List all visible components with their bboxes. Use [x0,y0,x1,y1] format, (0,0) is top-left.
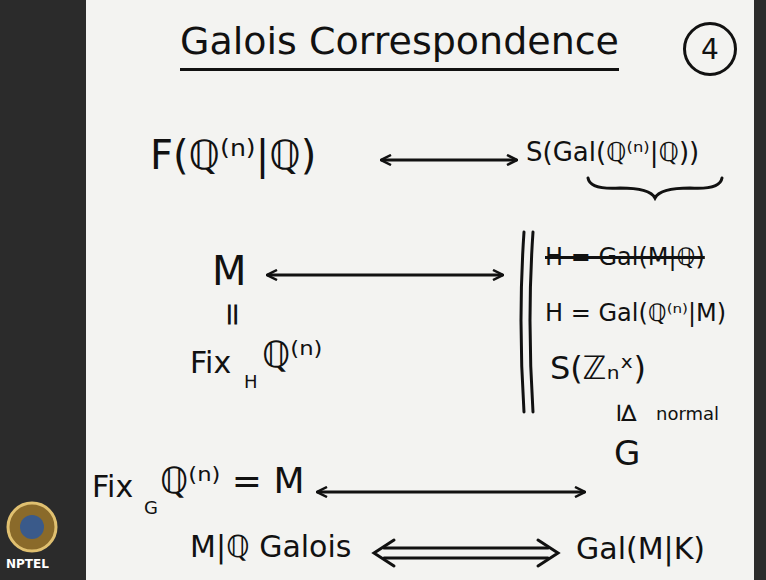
subscript: G [144,498,158,519]
fixed-field-equation: ℚ⁽ⁿ⁾ = M [160,460,304,501]
circled-number: 4 [683,22,737,76]
crossed-out-note: H = Gal(M|ℚ) [545,244,705,272]
subscript: H [244,372,258,393]
title: Galois Correspondence [180,20,619,71]
normal-subgroup-symbol: ⊴ [612,402,642,424]
subgroup-lattice: S(Gal(ℚ⁽ⁿ⁾|ℚ)) [526,138,699,168]
equals-sign: = [214,301,251,328]
group-symbol: G [614,434,640,473]
intermediate-field: M [212,248,247,294]
galois-group: Gal(M|K) [576,532,705,567]
subgroup-lattice: S(ℤₙˣ) [550,350,646,387]
field-symbol: ℚ⁽ⁿ⁾ [262,334,322,375]
field-lattice: F(ℚ⁽ⁿ⁾|ℚ) [150,132,316,178]
subgroup-formula: H = Gal(ℚ⁽ⁿ⁾|M) [545,300,726,328]
page-number: 4 [701,33,719,66]
logo-text: NPTEL [6,558,49,572]
note: normal [656,404,719,425]
fix-operator: Fix [190,346,231,381]
galois-extension: M|ℚ Galois [190,530,351,565]
fix-operator: Fix [92,470,133,505]
